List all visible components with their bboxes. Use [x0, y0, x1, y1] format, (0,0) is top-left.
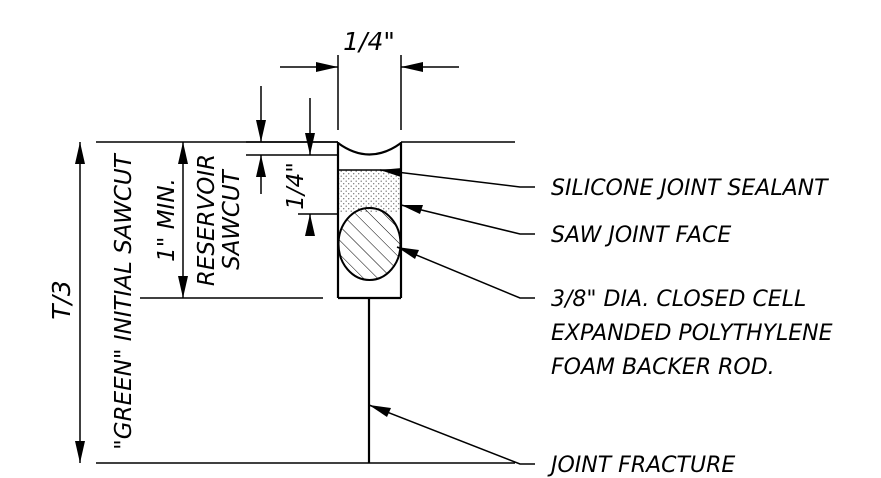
sawcut-dimension: T/3 "GREEN" INITIAL SAWCUT [47, 142, 137, 463]
backer-rod-callout-line1: 3/8" DIA. CLOSED CELL [551, 287, 806, 312]
sawcut-arrow-top [75, 142, 85, 164]
sealant-arrow-mid [256, 155, 266, 177]
callout-notes: SILICONE JOINT SEALANT SAW JOINT FACE 3/… [547, 176, 833, 478]
backer-rod-leader-arrow [397, 247, 419, 259]
reservoir-label-line2: SAWCUT [219, 168, 245, 270]
sealant-arrow-top [256, 120, 266, 142]
reservoir-arrow-bottom [178, 276, 188, 298]
fracture-leader-arrow [369, 405, 391, 417]
width-dimension: 1/4" [280, 27, 459, 130]
sawcut-arrow-bottom [75, 441, 85, 463]
sealant-depth-dimension: 1/4" [246, 86, 338, 236]
joint-width-label: 1/4" [343, 27, 395, 56]
joint-face-leader-arrow [401, 205, 423, 214]
reservoir-arrow-top [178, 142, 188, 164]
backer-rod-leader [396, 246, 535, 299]
reservoir-dimension: 1" MIN. RESERVOIR SAWCUT [154, 142, 245, 298]
fracture-callout: JOINT FRACTURE [547, 453, 735, 478]
sawcut-depth-label: T/3 [47, 280, 76, 320]
sawcut-label: "GREEN" INITIAL SAWCUT [111, 152, 137, 450]
joint-section [336, 142, 403, 463]
width-arrow-left [316, 62, 338, 72]
reservoir-depth-label: 1" MIN. [154, 178, 180, 262]
sealant-arrow-upper [305, 133, 315, 155]
joint-face-leader [400, 204, 535, 235]
backer-rod [337, 207, 402, 281]
sealant-callout: SILICONE JOINT SEALANT [551, 176, 829, 201]
callout-leaders [368, 168, 535, 465]
sealant-leader [379, 169, 535, 188]
sealant-top-meniscus [337, 142, 402, 156]
sealant-depth-label: 1/4" [283, 162, 309, 210]
reservoir-label-line1: RESERVOIR [194, 154, 220, 286]
sealant-fill [339, 170, 400, 212]
fracture-leader [368, 404, 535, 465]
sealant-arrow-bottom [305, 214, 315, 236]
joint-face-callout: SAW JOINT FACE [551, 223, 731, 248]
backer-rod-callout-line3: FOAM BACKER ROD. [551, 355, 775, 380]
sealant-leader-arrow [380, 168, 402, 177]
backer-rod-callout-line2: EXPANDED POLYTHYLENE [551, 321, 833, 346]
width-arrow-right [401, 62, 423, 72]
